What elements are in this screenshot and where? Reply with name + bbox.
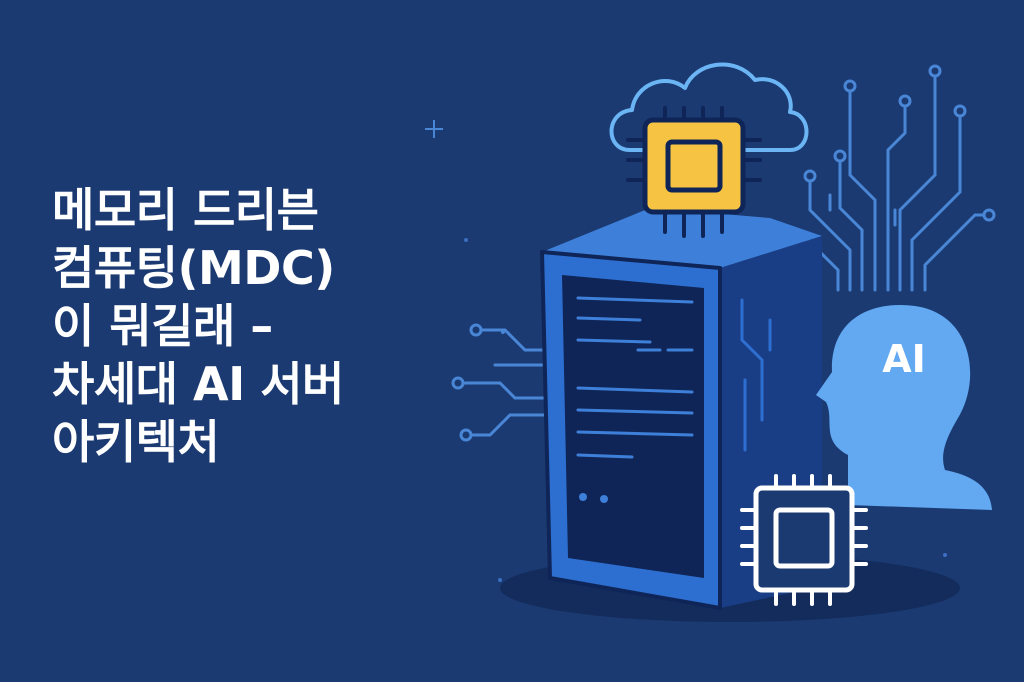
sparkle-icons [425,120,947,582]
circuit-chip-icon [740,474,868,606]
ai-head-icon: AI [816,304,992,510]
headline: 메모리 드리븐 컴퓨팅(MDC) 이 뭐길래 – 차세대 AI 서버 아키텍처 [52,181,432,471]
server-icon [540,208,822,610]
headline-line-2: 컴퓨팅(MDC) [52,240,335,295]
headline-line-5: 아키텍처 [52,414,220,469]
headline-line-1: 메모리 드리븐 [52,182,319,237]
headline-line-4: 차세대 AI 서버 [52,356,344,411]
headline-line-3: 이 뭐길래 – [52,298,273,353]
chip-icon [626,106,762,238]
cloud-icon [609,62,809,152]
ai-badge-text: AI [882,337,926,381]
circuit-tree-icon [764,64,996,292]
circuit-lines-left-icon [451,323,547,442]
